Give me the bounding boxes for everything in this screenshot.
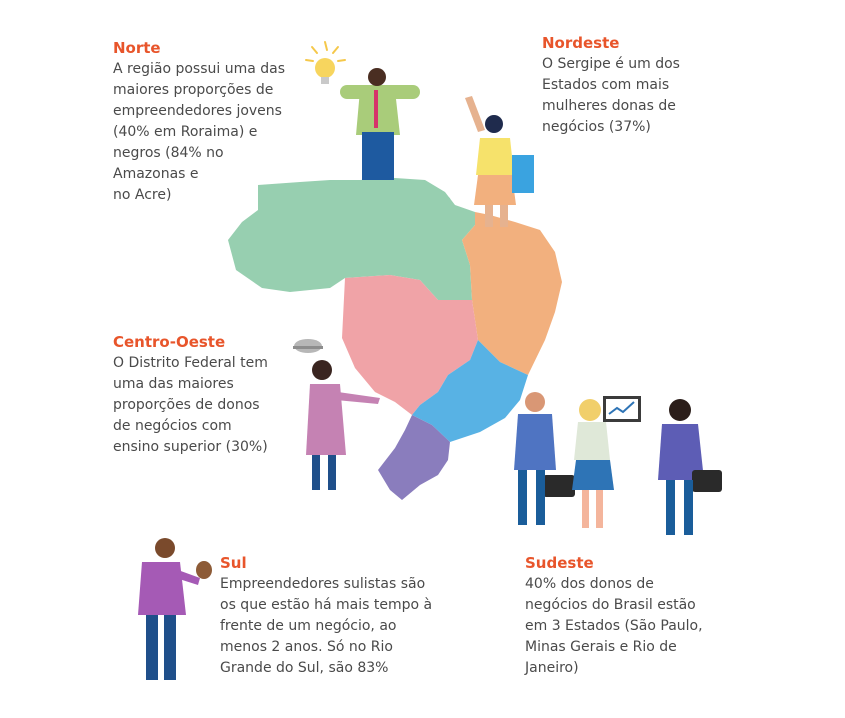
- region-title-centro-oeste: Centro-Oeste: [113, 333, 226, 351]
- map-region-norte-island: [430, 192, 452, 215]
- region-title-nordeste: Nordeste: [542, 34, 620, 52]
- region-block-nordeste: Nordeste O Sergipe é um dos Estados com …: [542, 33, 742, 138]
- map-region-centro-oeste: [342, 275, 478, 415]
- map-region-nordeste: [462, 212, 562, 375]
- map-region-norte: [228, 178, 475, 300]
- woman-with-serving-tray-icon: [293, 339, 380, 490]
- region-block-centro-oeste: Centro-Oeste O Distrito Federal tem uma …: [113, 332, 318, 458]
- region-title-sul: Sul: [220, 554, 247, 572]
- region-title-sudeste: Sudeste: [525, 554, 594, 572]
- man-with-lightbulb-icon: [305, 41, 420, 180]
- region-text-centro-oeste: O Distrito Federal tem uma das maiores p…: [113, 355, 268, 455]
- region-text-sul: Empreendedores sulistas são os que estão…: [220, 576, 433, 676]
- map-region-sudeste: [412, 340, 528, 442]
- region-block-sudeste: Sudeste 40% dos donos de negócios do Bra…: [525, 553, 765, 679]
- three-business-people-icon: [514, 392, 722, 535]
- region-text-sudeste: 40% dos donos de negócios do Brasil estã…: [525, 576, 703, 676]
- region-text-norte: A região possui uma das maiores proporçõ…: [113, 61, 286, 203]
- region-block-sul: Sul Empreendedores sulistas são os que e…: [220, 553, 470, 679]
- bearded-man-with-pot-icon: [138, 538, 212, 680]
- region-title-norte: Norte: [113, 39, 161, 57]
- map-region-sul: [378, 415, 450, 500]
- region-block-norte: Norte A região possui uma das maiores pr…: [113, 38, 323, 206]
- region-text-nordeste: O Sergipe é um dos Estados com mais mulh…: [542, 56, 680, 135]
- woman-with-book-icon: [465, 96, 534, 227]
